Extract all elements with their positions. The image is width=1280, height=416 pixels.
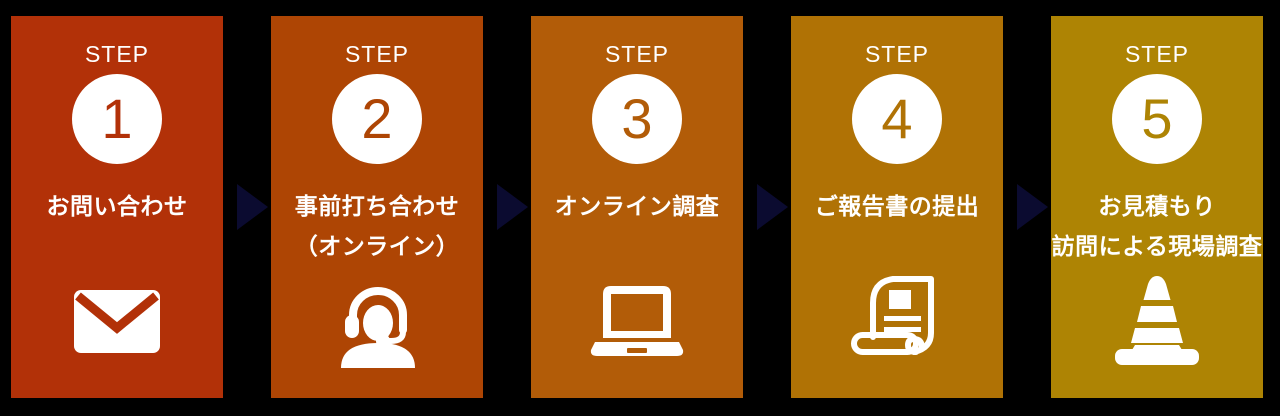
arrow-right-icon [237, 184, 268, 230]
envelope-icon [11, 274, 223, 368]
report-scroll-icon [791, 274, 1003, 368]
step-number: 1 [101, 87, 133, 150]
step-label-line: 訪問による現場調査 [1051, 233, 1263, 259]
traffic-cone-icon [1051, 274, 1263, 368]
step-label: ご報告書の提出 [791, 186, 1003, 226]
step-label-line: オンライン調査 [554, 193, 720, 219]
step-number-circle: 5 [1112, 74, 1202, 164]
step-label-line: お見積もり [1098, 193, 1216, 219]
step-number: 3 [621, 87, 653, 150]
step-number: 5 [1141, 87, 1173, 150]
step-number: 2 [361, 87, 393, 150]
arrow-right-icon [757, 184, 788, 230]
step-label-line: ご報告書の提出 [814, 193, 980, 219]
step-number-circle: 2 [332, 74, 422, 164]
step-card-1: STEP 1 お問い合わせ [11, 16, 223, 398]
step-card-5: STEP 5 お見積もり 訪問による現場調査 [1051, 16, 1263, 398]
arrow-right-icon [497, 184, 528, 230]
step-card-4: STEP 4 ご報告書の提出 [791, 16, 1003, 398]
step-card-2: STEP 2 事前打ち合わせ （オンライン） [271, 16, 483, 398]
step-word: STEP [84, 41, 150, 67]
step-number-circle: 3 [592, 74, 682, 164]
step-word: STEP [344, 41, 410, 67]
step-label: オンライン調査 [531, 186, 743, 226]
step-number: 4 [881, 87, 913, 150]
step-label: 事前打ち合わせ （オンライン） [271, 186, 483, 266]
step-word: STEP [1124, 41, 1190, 67]
step-word: STEP [864, 41, 930, 67]
step-label-line: お問い合わせ [46, 193, 188, 219]
step-card-3: STEP 3 オンライン調査 [531, 16, 743, 398]
step-label-line: 事前打ち合わせ [294, 193, 460, 219]
step-number-circle: 4 [852, 74, 942, 164]
step-label: お問い合わせ [11, 186, 223, 226]
step-label-line: （オンライン） [294, 233, 460, 259]
laptop-icon [531, 274, 743, 368]
step-word: STEP [604, 41, 670, 67]
step-number-circle: 1 [72, 74, 162, 164]
step-label: お見積もり 訪問による現場調査 [1051, 186, 1263, 266]
arrow-right-icon [1017, 184, 1048, 230]
headset-operator-icon [271, 274, 483, 368]
